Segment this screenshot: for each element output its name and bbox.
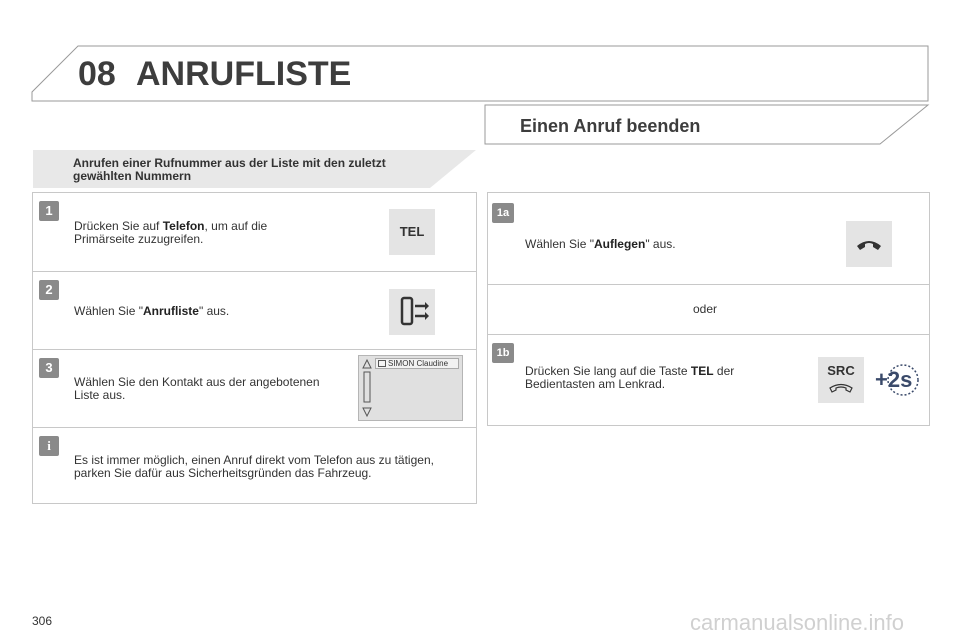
hang-up-icon — [846, 221, 892, 267]
section-banner — [484, 104, 930, 145]
call-log-icon — [389, 289, 435, 335]
step-1-text: Drücken Sie auf Telefon, um auf die Prim… — [74, 219, 268, 246]
header-banner — [31, 45, 929, 102]
contact-row: SIMON Claudine — [375, 358, 459, 369]
step-1b-row: 1b Drücken Sie lang auf die Taste TEL de… — [488, 335, 929, 427]
section-title: Einen Anruf beenden — [520, 116, 701, 136]
or-row: oder — [488, 285, 929, 335]
step-3-text: Wählen Sie den Kontakt aus der angeboten… — [74, 375, 320, 402]
step-badge: 3 — [39, 358, 59, 378]
step-2-row: 2 Wählen Sie "Anrufliste" aus. — [33, 272, 476, 350]
step-2-text: Wählen Sie "Anrufliste" aus. — [74, 304, 230, 318]
contact-list-screen: SIMON Claudine — [358, 355, 463, 421]
step-1a-row: 1a Wählen Sie "Auflegen" aus. — [488, 193, 929, 285]
step-1a-text: Wählen Sie "Auflegen" aus. — [525, 237, 676, 251]
step-badge: 1b — [492, 343, 514, 363]
step-badge: 1 — [39, 201, 59, 221]
page-title: ANRUFLISTE — [136, 55, 352, 93]
left-subtitle: Anrufen einer Rufnummer aus der Liste mi… — [73, 156, 386, 183]
or-text: oder — [693, 302, 718, 316]
right-steps-box: 1a Wählen Sie "Auflegen" aus. oder 1b Dr… — [487, 192, 930, 426]
step-1-row: 1 Drücken Sie auf Telefon, um auf die Pr… — [33, 193, 476, 272]
chapter-number: 08 — [78, 55, 116, 93]
left-steps-box: 1 Drücken Sie auf Telefon, um auf die Pr… — [32, 192, 477, 504]
info-text: Es ist immer möglich, einen Anruf direkt… — [74, 453, 434, 480]
contact-icon — [378, 360, 386, 368]
page-number: 306 — [32, 614, 53, 628]
step-3-row: 3 Wählen Sie den Kontakt aus der angebot… — [33, 350, 476, 428]
watermark: carmanualsonline.info — [690, 610, 905, 635]
step-1b-text: Drücken Sie lang auf die Taste TEL der B… — [525, 364, 735, 391]
step-badge: 1a — [492, 203, 514, 223]
subtitle-banner — [33, 150, 476, 188]
step-badge: 2 — [39, 280, 59, 300]
info-row: i Es ist immer möglich, einen Anruf dire… — [33, 428, 476, 505]
src-tel-button-icon: SRC — [818, 357, 864, 403]
scrollbar — [361, 358, 373, 418]
tel-button-icon: TEL — [389, 209, 435, 255]
long-press-icon: +2s — [873, 359, 921, 401]
info-badge: i — [39, 436, 59, 456]
